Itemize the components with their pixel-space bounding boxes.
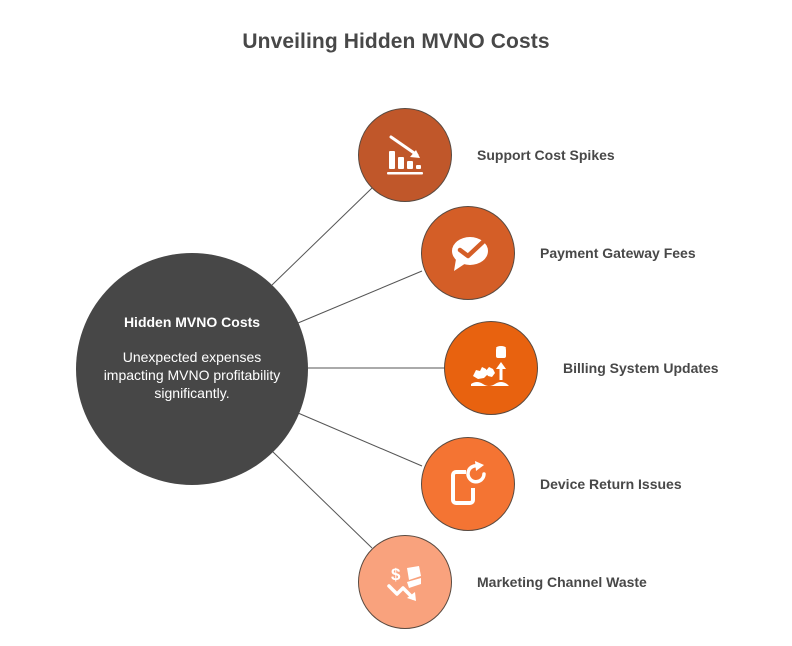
connector-marketing [271,450,373,549]
label-device-return-issues: Device Return Issues [540,476,682,492]
hub-title: Hidden MVNO Costs [123,314,261,330]
label-support-cost-spikes: Support Cost Spikes [477,147,615,163]
page-title: Unveiling Hidden MVNO Costs [242,30,550,53]
label-billing-system-updates: Billing System Updates [563,360,719,376]
hub-description: Unexpected expenses impacting MVNO profi… [103,349,281,401]
connector-payment [297,270,423,324]
label-marketing-channel-waste: Marketing Channel Waste [477,574,647,590]
label-payment-gateway-fees: Payment Gateway Fees [540,245,696,261]
money-loss-icon: $ [387,565,421,601]
connector-device [297,412,423,467]
gears-upgrade-database-icon [471,346,509,386]
phone-refresh-icon [451,461,486,505]
node-device-return-issues [421,437,515,531]
svg-text:$: $ [391,565,401,584]
hub-circle: Hidden MVNO Costs Unexpected expenses im… [76,253,308,485]
declining-bar-chart-icon [387,135,423,175]
connector-support [271,187,373,286]
node-support-cost-spikes [358,108,452,202]
node-billing-system-updates [444,321,538,415]
node-payment-gateway-fees [421,206,515,300]
node-marketing-channel-waste: $ [358,535,452,629]
chat-checkmark-icon [452,237,488,271]
